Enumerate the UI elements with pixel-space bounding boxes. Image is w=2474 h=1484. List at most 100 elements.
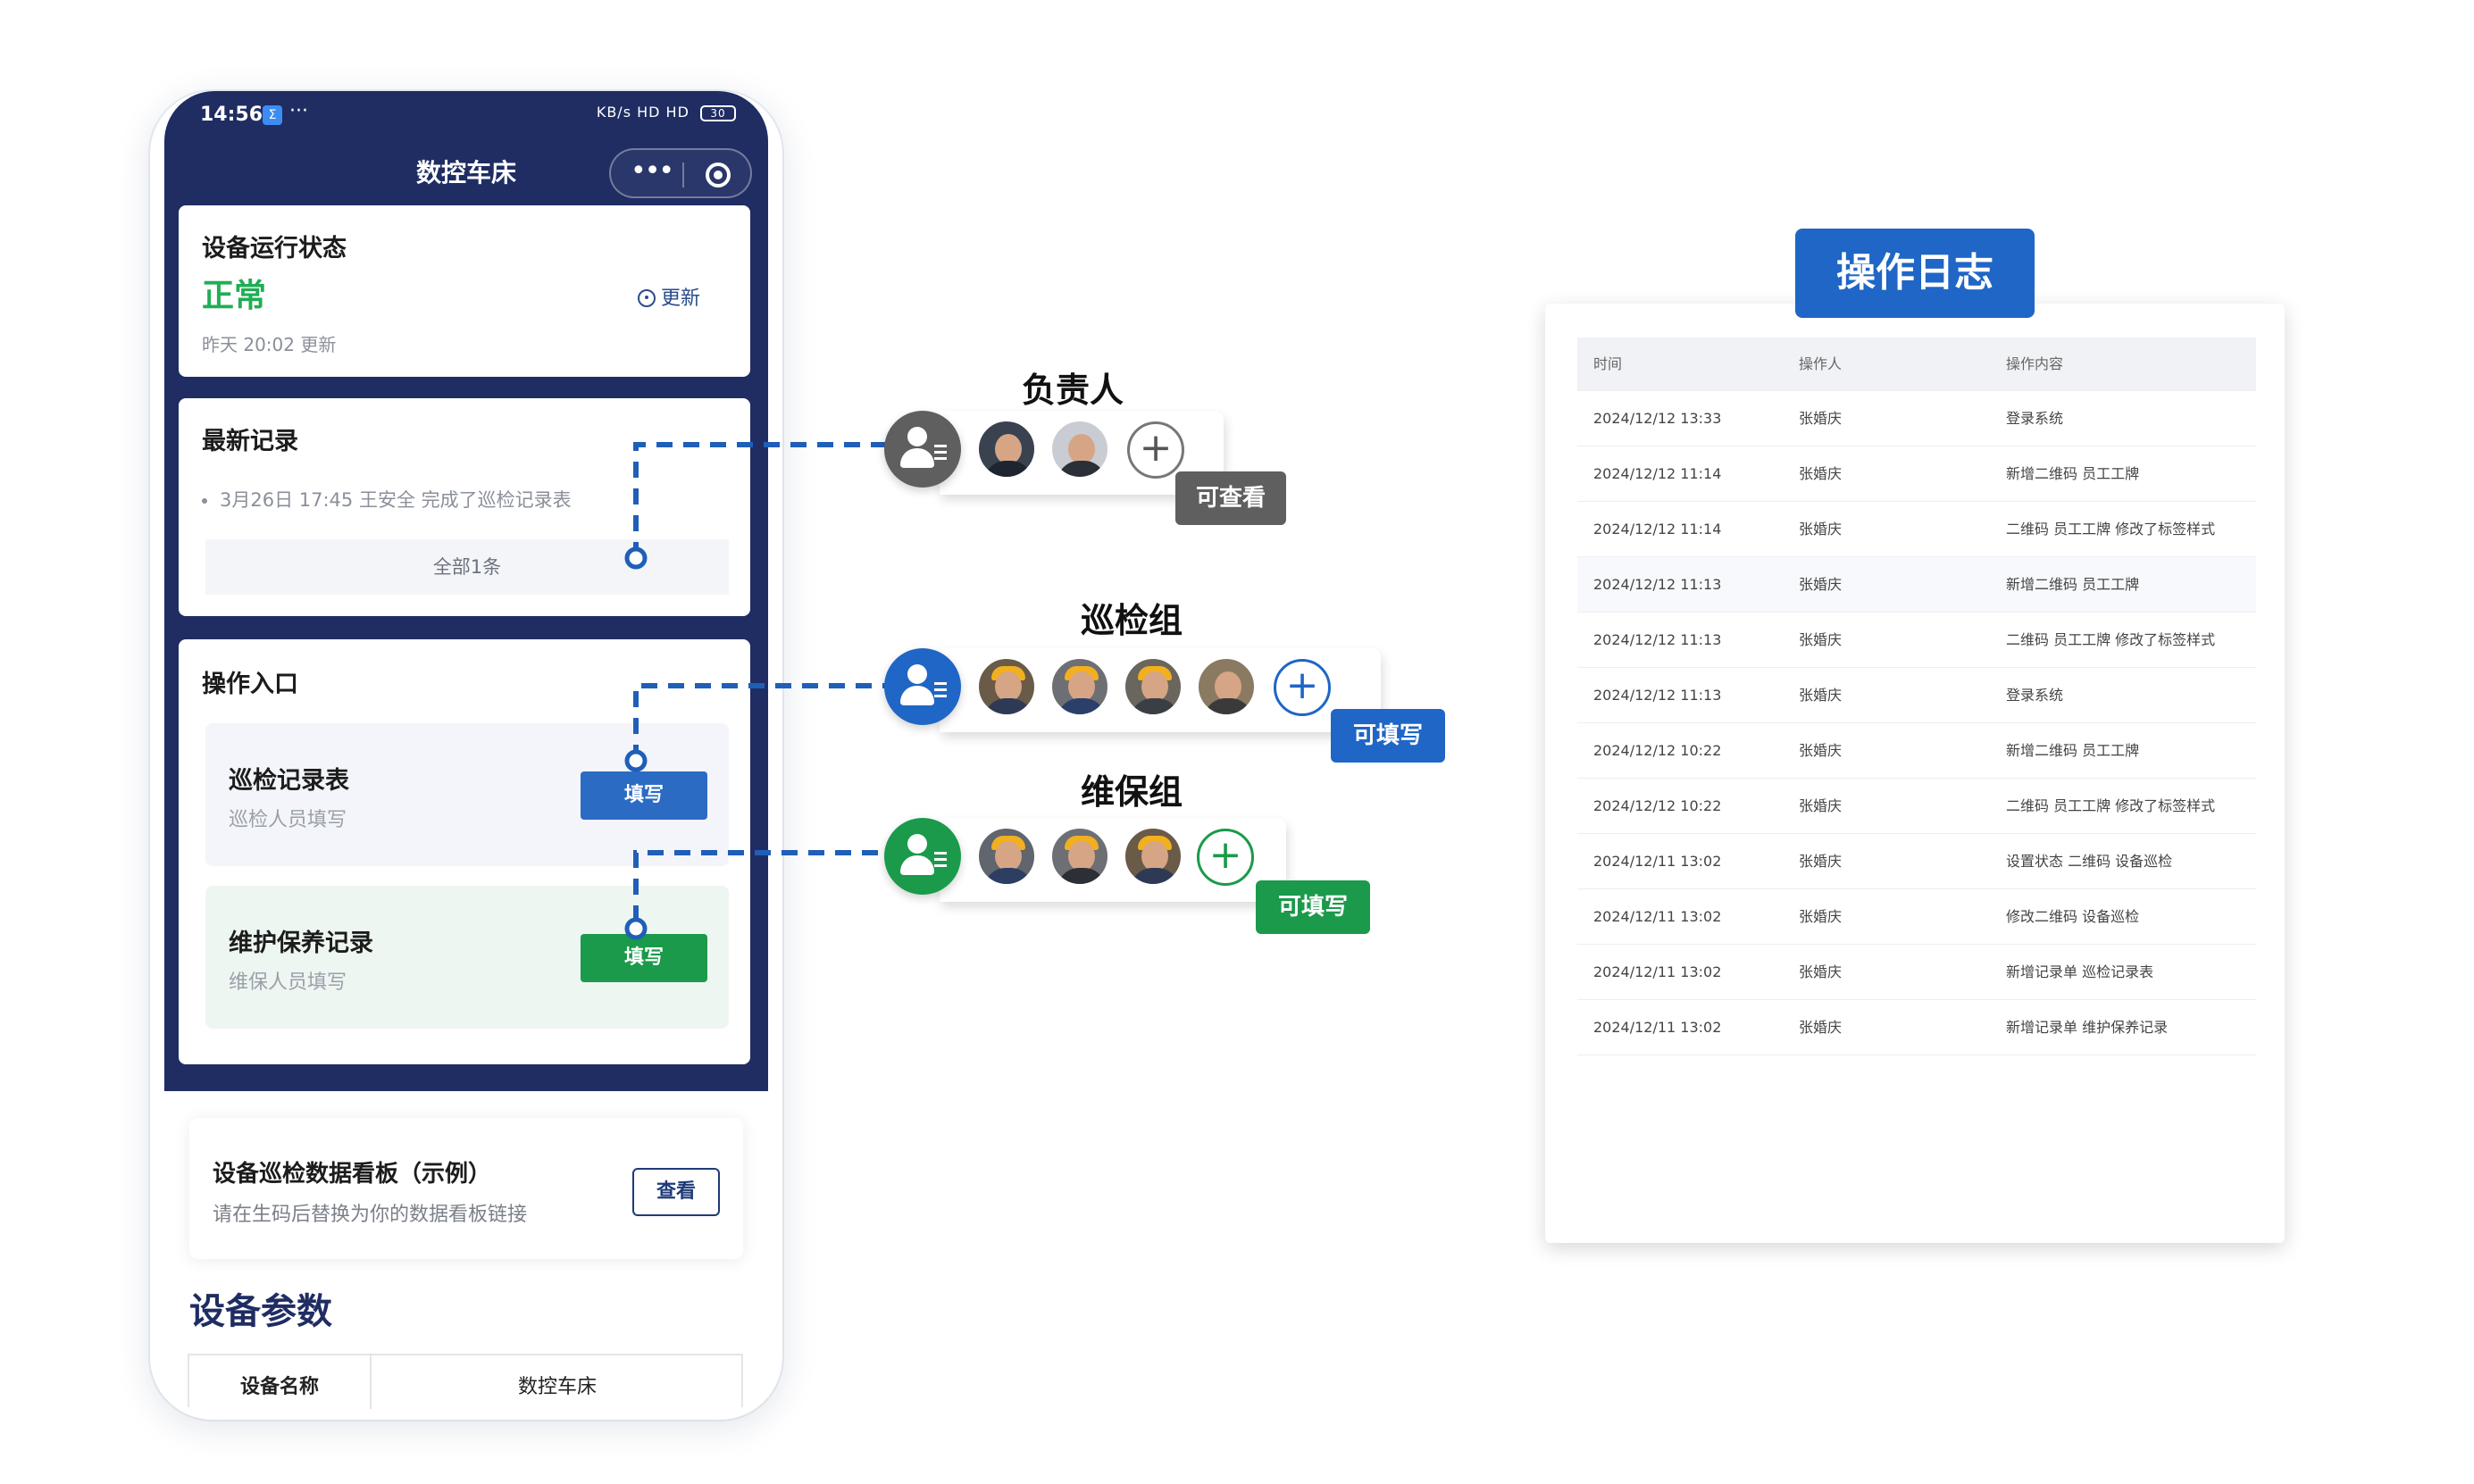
table-cell: 张婚庆 [1799,631,1843,648]
table-cell: 张婚庆 [1799,576,1843,593]
table-cell: 张婚庆 [1799,465,1843,482]
battery-icon: 30 [700,104,736,121]
status-value: 正常 [202,278,267,314]
status-time: 14:56 [200,104,263,126]
view-dashboard-button[interactable]: 查看 [632,1168,720,1216]
permission-badge-maintenance: 可填写 [1256,880,1370,934]
table-cell: 二维码 员工工牌 修改了标签样式 [2006,631,2216,648]
table-cell: 新增二维码 员工工牌 [2006,576,2140,593]
table-cell: 2024/12/11 13:02 [1593,853,1722,870]
entry-inspection[interactable]: 巡检记录表 巡检人员填写 填写 [205,723,729,866]
entry-maintenance[interactable]: 维护保养记录 维保人员填写 填写 [205,886,729,1029]
params-table: 设备名称 数控车床 [188,1354,743,1409]
bullet-icon [202,498,207,504]
log-title-badge: 操作日志 [1795,229,2035,318]
record-item[interactable]: 3月26日 17:45 王安全 完成了巡检记录表 [202,486,572,513]
permission-badge-owner: 可查看 [1175,471,1286,525]
add-member-icon[interactable]: + [1197,829,1254,886]
more-icon[interactable]: ••• [631,155,674,187]
app-badge-icon: Σ [263,105,282,125]
record-item-text: 3月26日 17:45 王安全 完成了巡检记录表 [220,489,572,511]
group-title-inspection: 巡检组 [1081,601,1183,640]
params-title: 设备参数 [189,1291,332,1332]
table-cell: 新增记录单 维护保养记录 [2006,1019,2169,1036]
table-cell: 新增记录单 巡检记录表 [2006,963,2154,980]
table-cell: 2024/12/12 11:14 [1593,521,1722,538]
avatar [1050,420,1109,479]
group-title-maintenance: 维保组 [1081,772,1183,812]
table-row[interactable]: 2024/12/12 11:14 张婚庆 新增二维码 员工工牌 [1577,446,2256,502]
records-card-title: 最新记录 [202,428,298,455]
table-cell: 张婚庆 [1799,687,1843,704]
dashboard-subtitle: 请在生码后替换为你的数据看板链接 [213,1204,528,1226]
table-cell: 新增二维码 员工工牌 [2006,465,2140,482]
entry-title: 巡检记录表 [229,767,349,795]
table-cell: 登录系统 [2006,410,2064,427]
add-member-icon[interactable]: + [1274,659,1331,716]
table-cell: 登录系统 [2006,687,2064,704]
table-row[interactable]: 2024/12/12 10:22 张婚庆 新增二维码 员工工牌 [1577,723,2256,779]
permission-badge-inspection: 可填写 [1331,709,1445,763]
entry-title: 维护保养记录 [229,930,373,957]
table-cell: 张婚庆 [1799,908,1843,925]
table-cell: 2024/12/12 11:13 [1593,576,1722,593]
entry-card: 操作入口 巡检记录表 巡检人员填写 填写 维护保养记录 维保人员填写 填写 [179,639,750,1064]
avatar [1050,657,1109,716]
col-content: 操作内容 [2006,355,2064,372]
table-cell: 张婚庆 [1799,963,1843,980]
fill-button-inspection[interactable]: 填写 [581,771,707,820]
table-cell: 新增二维码 员工工牌 [2006,742,2140,759]
add-member-icon[interactable]: + [1127,421,1184,479]
entry-card-title: 操作入口 [202,671,298,698]
table-cell: 张婚庆 [1799,1019,1843,1036]
table-cell: 2024/12/12 11:13 [1593,687,1722,704]
avatar [977,827,1036,886]
table-cell: 张婚庆 [1799,742,1843,759]
network-speed-icon: KB/s HD HD [596,104,690,121]
table-cell: 2024/12/12 13:33 [1593,410,1722,427]
avatar [1124,657,1183,716]
table-row[interactable]: 2024/12/12 11:13 张婚庆 新增二维码 员工工牌 [1577,557,2256,613]
param-key: 设备名称 [189,1355,372,1409]
table-row[interactable]: 2024/12/12 11:14 张婚庆 二维码 员工工牌 修改了标签样式 [1577,502,2256,557]
table-cell: 张婚庆 [1799,797,1843,814]
close-target-icon[interactable] [706,163,731,188]
avatar [1197,657,1256,716]
inspection-role-icon [884,648,961,725]
group-title-owner: 负责人 [1022,371,1124,410]
dashboard-title: 设备巡检数据看板（示例） [213,1161,492,1188]
table-row[interactable]: 2024/12/11 13:02 张婚庆 新增记录单 巡检记录表 [1577,945,2256,1000]
avatar [977,657,1036,716]
table-cell: 2024/12/11 13:02 [1593,963,1722,980]
all-records-button[interactable]: 全部1条 [205,539,729,595]
mini-program-capsule[interactable]: ••• [609,148,752,198]
entry-subtitle: 巡检人员填写 [229,809,347,831]
table-cell: 张婚庆 [1799,521,1843,538]
status-card: 设备运行状态 正常 更新 昨天 20:02 更新 [179,205,750,377]
table-cell: 2024/12/12 11:14 [1593,465,1722,482]
update-label: 更新 [660,288,700,310]
param-value: 数控车床 [517,1376,597,1398]
table-cell: 设置状态 二维码 设备巡检 [2006,853,2173,870]
status-card-title: 设备运行状态 [202,235,347,263]
entry-subtitle: 维保人员填写 [229,971,347,994]
table-cell: 2024/12/12 10:22 [1593,742,1722,759]
status-indicators: KB/s HD HD 30 [597,104,736,121]
maintenance-role-icon [884,818,961,895]
table-cell: 二维码 员工工牌 修改了标签样式 [2006,797,2216,814]
col-time: 时间 [1593,355,1623,372]
updated-time: 昨天 20:02 更新 [202,334,337,355]
fill-button-maintenance[interactable]: 填写 [581,934,707,982]
table-row[interactable]: 2024/12/11 13:02 张婚庆 设置状态 二维码 设备巡检 [1577,834,2256,889]
status-bar: 14:56 Σ ··· KB/s HD HD 30 [164,91,768,141]
table-cell: 张婚庆 [1799,853,1843,870]
update-button[interactable]: 更新 [637,282,700,311]
table-row[interactable]: 2024/12/12 11:13 张婚庆 登录系统 [1577,668,2256,723]
table-cell: 二维码 员工工牌 修改了标签样式 [2006,521,2216,538]
